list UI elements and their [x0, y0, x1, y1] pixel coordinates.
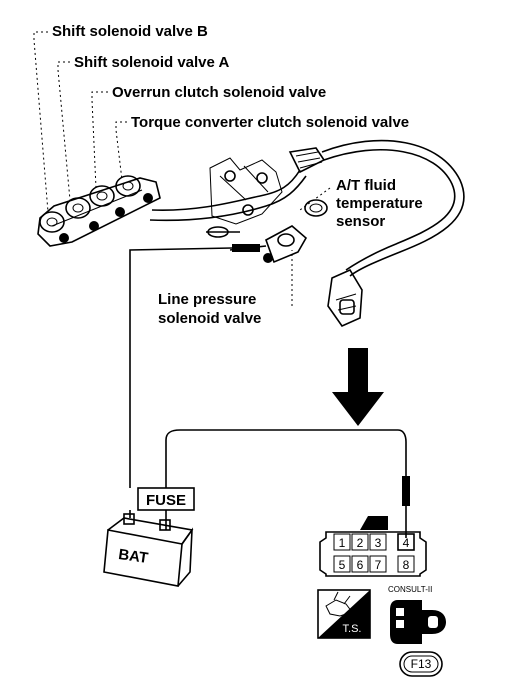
consult-ii-icon: CONSULT-II: [388, 585, 446, 644]
fluid-temp-sensor-label-line1: A/T fluid: [336, 177, 396, 194]
battery-label: BAT: [117, 546, 149, 567]
pin-4: 4: [403, 536, 410, 550]
solenoid-cylinders: [39, 175, 153, 243]
fluid-temp-sensor-label-line2: temperature: [336, 195, 423, 212]
fluid-temp-sensor-label-line3: sensor: [336, 213, 385, 230]
pin-5: 5: [339, 558, 346, 572]
down-arrow-icon: [332, 348, 384, 426]
figure-ref-badge: F13: [399, 651, 443, 677]
battery: BAT: [103, 513, 194, 587]
pin-1: 1: [339, 536, 346, 550]
line-pressure-solenoid-label-line1: Line pressure: [158, 291, 256, 308]
fuse-label: FUSE: [146, 492, 186, 509]
pin-2: 2: [357, 536, 364, 550]
fuse: FUSE: [137, 487, 195, 511]
connector-pin-grid: 1 2 3 4 5 6 7 8: [333, 533, 415, 573]
ts-label: T.S.: [343, 623, 362, 635]
connector-8pin: 1 2 3 4 5 6 7 8: [319, 516, 427, 577]
torque-converter-solenoid-label: Torque converter clutch solenoid valve: [131, 114, 409, 131]
test-circuit-wiring: [129, 247, 410, 538]
pin-6: 6: [357, 558, 364, 572]
pin-8: 8: [403, 558, 410, 572]
shift-solenoid-a-label: Shift solenoid valve A: [74, 54, 229, 71]
pin-3: 3: [375, 536, 382, 550]
tester-symbol-icon: T.S.: [317, 589, 371, 639]
solenoid-valve-assembly: [37, 175, 161, 247]
figure-ref: F13: [411, 657, 432, 671]
leader-lines: [33, 31, 331, 306]
line-pressure-solenoid-valve: [229, 225, 308, 264]
pin-7: 7: [375, 558, 382, 572]
probe-lead: [402, 476, 410, 506]
fluid-temperature-sensor: [304, 199, 328, 217]
overrun-clutch-solenoid-label: Overrun clutch solenoid valve: [112, 84, 326, 101]
wire-harness: [149, 139, 465, 327]
consult-label: CONSULT-II: [388, 585, 432, 594]
line-pressure-solenoid-label-line2: solenoid valve: [158, 310, 261, 327]
shift-solenoid-b-label: Shift solenoid valve B: [52, 23, 208, 40]
